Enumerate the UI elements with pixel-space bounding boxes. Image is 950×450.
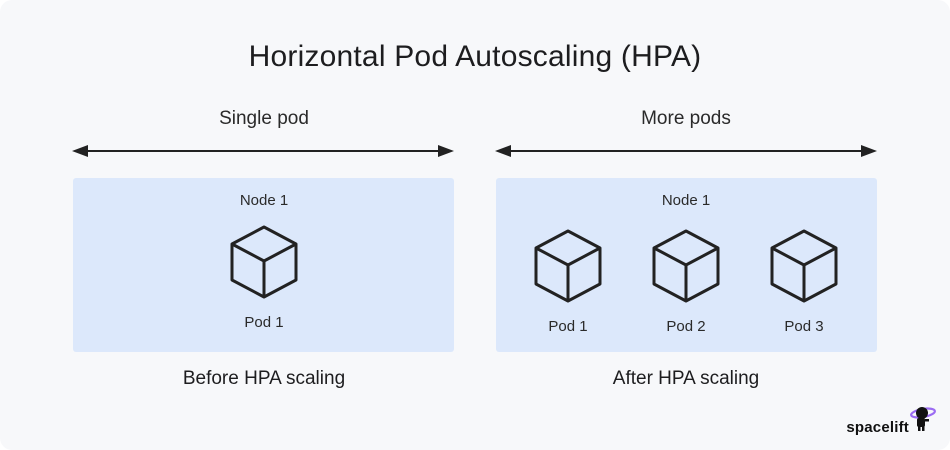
cube-icon bbox=[230, 225, 298, 299]
cube-icon bbox=[534, 229, 602, 303]
spacelift-logo: spacelift bbox=[846, 404, 936, 436]
right-pod-2: Pod 2 bbox=[646, 228, 726, 335]
brand-name: spacelift bbox=[846, 419, 909, 436]
left-pod-1: Pod 1 bbox=[224, 224, 304, 331]
right-pod-1: Pod 1 bbox=[528, 228, 608, 335]
pod-label: Pod 1 bbox=[548, 318, 588, 335]
right-span-label: More pods bbox=[641, 108, 731, 129]
cube-icon bbox=[652, 229, 720, 303]
cube-icon bbox=[770, 229, 838, 303]
right-caption: After HPA scaling bbox=[612, 368, 760, 389]
right-double-arrow-icon bbox=[495, 145, 877, 157]
left-span-label: Single pod bbox=[219, 108, 309, 129]
left-double-arrow-icon bbox=[72, 145, 454, 157]
pod-label: Pod 2 bbox=[666, 318, 706, 335]
left-caption: Before HPA scaling bbox=[182, 368, 346, 389]
right-pod-3: Pod 3 bbox=[764, 228, 844, 335]
spacelift-astronaut-logo-icon bbox=[910, 407, 936, 431]
left-node-label: Node 1 bbox=[239, 192, 289, 209]
diagram-title: Horizontal Pod Autoscaling (HPA) bbox=[248, 40, 702, 73]
pod-label: Pod 3 bbox=[784, 318, 824, 335]
right-node-label: Node 1 bbox=[661, 192, 711, 209]
pod-label: Pod 1 bbox=[244, 314, 284, 331]
